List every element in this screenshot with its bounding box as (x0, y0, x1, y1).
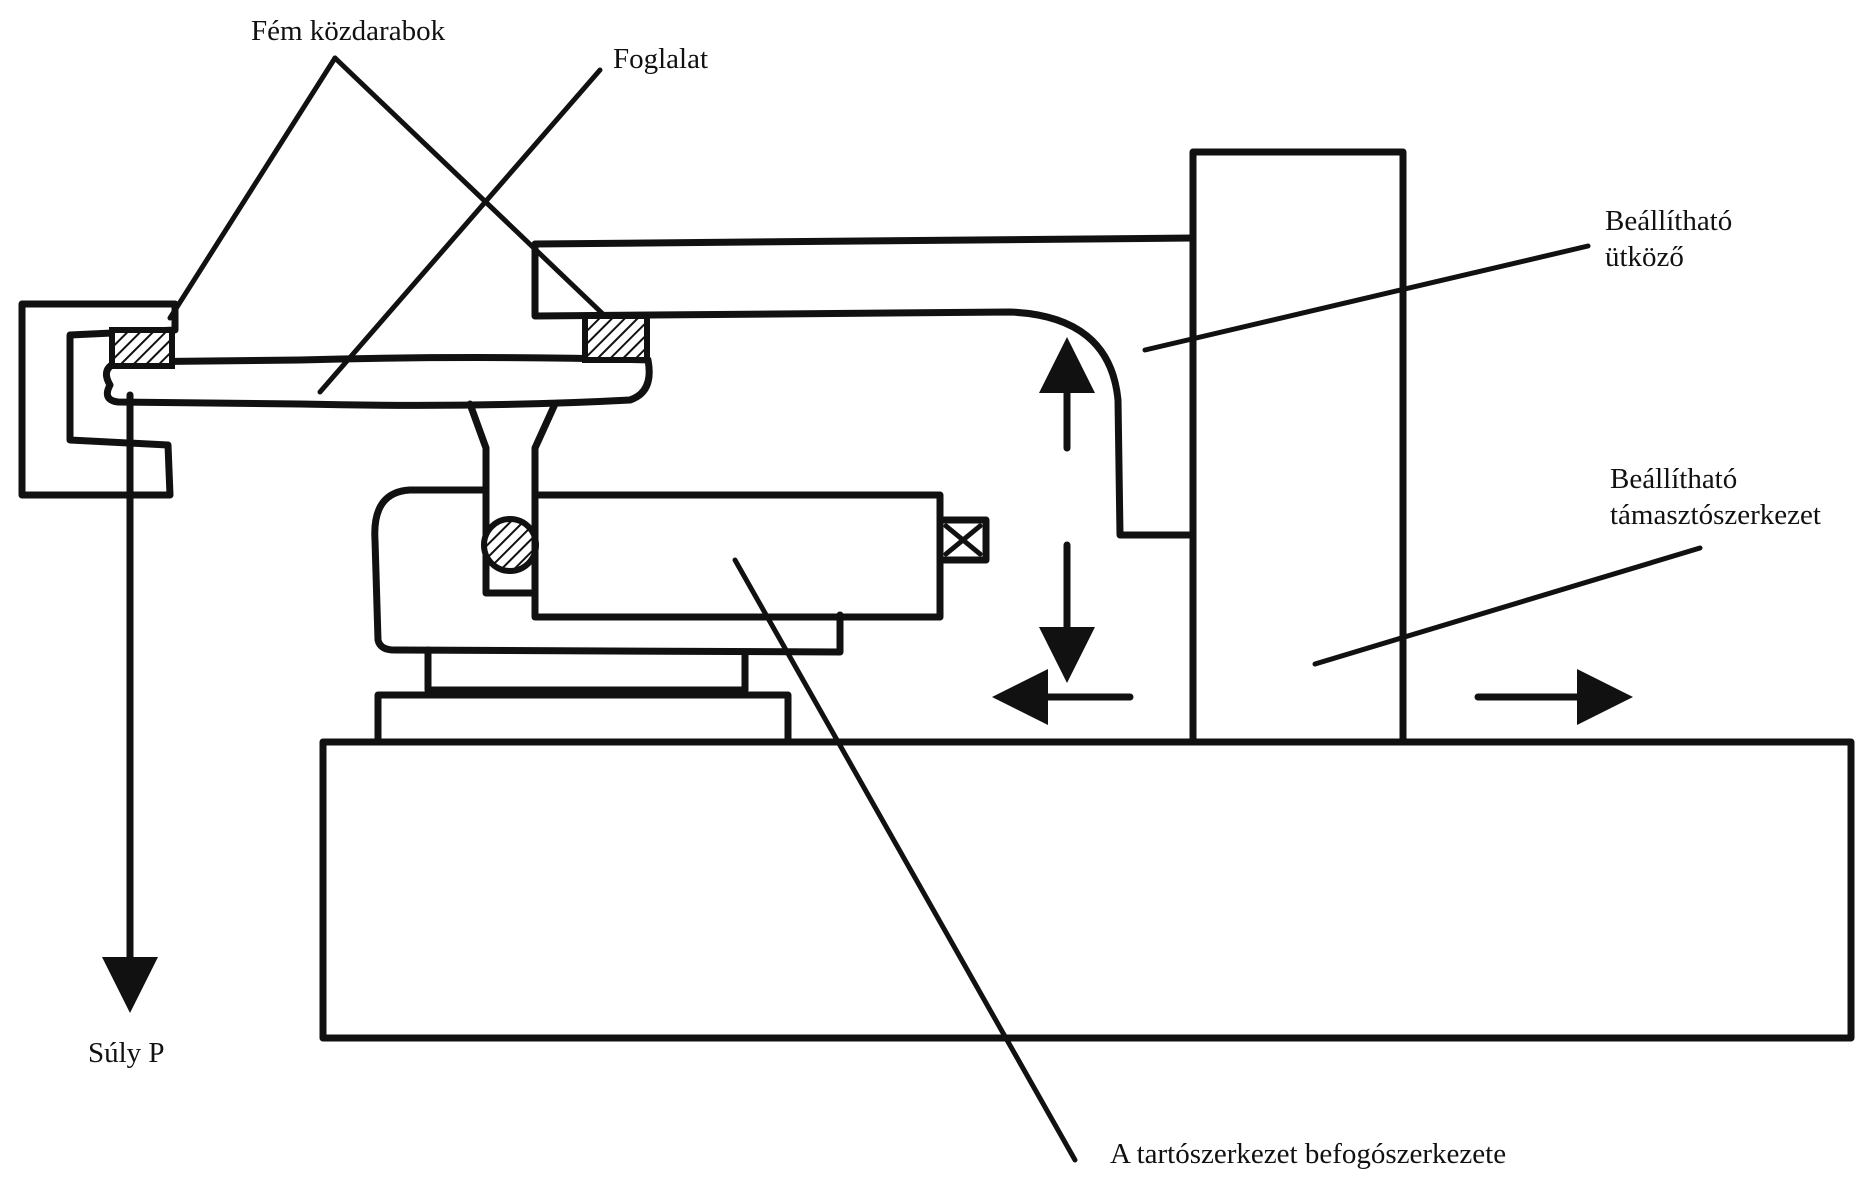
leader-spacer-right (332, 55, 608, 319)
leader-socket (317, 67, 603, 395)
label-socket: Foglalat (613, 43, 708, 75)
clamp-cylinder (531, 491, 944, 621)
label-adjustable-support-2: támasztószerkezet (1610, 499, 1821, 531)
leader-clamp (732, 557, 1078, 1163)
pedestal-lower (374, 691, 792, 746)
label-metal-spacers: Fém közdarabok (251, 15, 446, 47)
leader-support (1312, 545, 1703, 667)
label-weight-p: Súly P (88, 1037, 165, 1069)
center-post (466, 400, 559, 597)
label-adjustable-support-1: Beállítható (1610, 463, 1737, 495)
pivot-pin (481, 516, 539, 574)
support-column (1189, 148, 1407, 746)
label-adjustable-stop-2: ütköző (1605, 241, 1684, 273)
leader-stop (1142, 243, 1591, 353)
pedestal-upper (424, 646, 749, 694)
clamp-housing (371, 486, 844, 656)
screw-cross-b (943, 523, 983, 557)
label-adjustable-stop-1: Beállítható (1605, 205, 1732, 237)
leader-spacer-left (167, 55, 338, 321)
metal-spacer-left (109, 327, 175, 369)
base-block (319, 738, 1855, 1042)
metal-spacer-right (582, 313, 650, 363)
label-clamping-mechanism: A tartószerkezet befogószerkezete (1110, 1138, 1506, 1170)
clamp-screw-head (936, 516, 990, 564)
upper-arm (531, 234, 1197, 539)
socket-plate (102, 354, 653, 409)
